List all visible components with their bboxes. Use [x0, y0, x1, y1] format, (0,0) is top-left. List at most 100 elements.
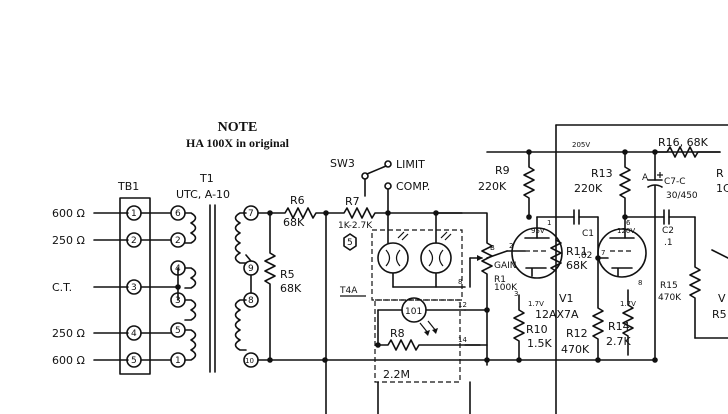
- tb1-label: TB1: [117, 180, 139, 193]
- r13-resistor: [619, 151, 631, 218]
- svg-text:7: 7: [248, 209, 254, 219]
- r10-value: 1.5K: [527, 337, 552, 350]
- svg-text:2: 2: [175, 236, 181, 246]
- terminal-wires: [140, 212, 181, 361]
- svg-text:7: 7: [601, 249, 605, 257]
- c7-capacitor: [647, 151, 663, 361]
- svg-text:1: 1: [547, 219, 551, 227]
- terminal-number: 2: [131, 236, 137, 246]
- r7-value: 1K-2.7K: [338, 221, 373, 231]
- v1-second-section: [597, 216, 647, 278]
- v205-label: 205V: [572, 141, 590, 149]
- c2-label: C2: [662, 226, 674, 236]
- transformer-core: [209, 204, 216, 373]
- hex-marker: [343, 233, 357, 251]
- r15-label: R15: [660, 281, 678, 291]
- terminal-number: 4: [131, 329, 137, 339]
- r12-label: R12: [566, 327, 588, 340]
- r15-value: 470K: [658, 293, 682, 303]
- r5-value: 68K: [280, 282, 302, 295]
- r16-label: R16, 68K: [658, 136, 709, 149]
- r9-value: 220K: [478, 180, 507, 193]
- r16-resistor: [654, 146, 721, 158]
- r9-resistor: [523, 151, 535, 218]
- r9-label: R9: [495, 164, 510, 177]
- r1-label: R1: [494, 275, 506, 285]
- terminal-label: 600 Ω: [52, 207, 85, 220]
- terminal-label: 250 Ω: [52, 327, 85, 340]
- v1-tube: [486, 216, 563, 279]
- utc-label: UTC, A-10: [176, 188, 230, 201]
- gain-label: GAIN: [494, 261, 517, 271]
- c1-label: C1: [582, 229, 594, 239]
- c1-capacitor: [536, 209, 599, 225]
- svg-text:4: 4: [175, 264, 181, 274]
- terminal-row: C.T. 3: [52, 279, 142, 295]
- c7-label: C7-C: [664, 177, 686, 187]
- r5-label: R5: [280, 268, 295, 281]
- c1-value: .02: [578, 251, 592, 261]
- v120-label: 120V: [617, 227, 635, 235]
- r10-label: R10: [526, 323, 548, 336]
- t4a-label: T4A: [339, 286, 358, 296]
- svg-text:R: R: [716, 167, 724, 180]
- r12-value: 470K: [561, 343, 590, 356]
- svg-text:2: 2: [509, 242, 513, 250]
- t1-label: T1: [199, 172, 214, 185]
- v17a-label: 1.7V: [528, 300, 544, 308]
- r6-label: R6: [290, 194, 305, 207]
- secondary-winding: [234, 212, 247, 351]
- v1-label: V1: [559, 292, 574, 305]
- svg-text:6: 6: [175, 209, 181, 219]
- svg-text:B: B: [490, 244, 495, 252]
- r8-resistor: [377, 339, 481, 351]
- svg-text:1C: 1C: [716, 182, 728, 195]
- r14-resistor: [622, 289, 634, 356]
- r12-resistor: [592, 257, 604, 359]
- photocell-left: [377, 231, 409, 274]
- r7-label: R7: [345, 195, 360, 208]
- r11-label: R11: [566, 245, 588, 258]
- r13-label: R13: [591, 167, 613, 180]
- limit-label: LIMIT: [396, 158, 425, 171]
- r7-resistor: [325, 207, 463, 219]
- c2-capacitor: [624, 209, 696, 225]
- c2-value: .1: [664, 238, 673, 248]
- pa-label: A: [642, 173, 649, 183]
- r15-resistor: [689, 216, 701, 339]
- terminal-row: 250 Ω 4: [52, 325, 142, 341]
- r8-label: R8: [390, 327, 405, 340]
- v1-type: 12AX7A: [535, 308, 579, 321]
- terminal-label: 250 Ω: [52, 234, 85, 247]
- r11-value: 68K: [566, 259, 588, 272]
- c7-value: 30/450: [666, 191, 698, 201]
- note-title: NOTE: [217, 120, 258, 135]
- sw3-switch: [361, 160, 392, 214]
- r5-resistor: [257, 212, 276, 361]
- svg-text:R5: R5: [712, 308, 727, 321]
- comp-label: COMP.: [396, 180, 430, 193]
- svg-text:14: 14: [458, 336, 467, 344]
- svg-text:8: 8: [458, 278, 462, 286]
- terminal-number: 3: [131, 283, 137, 293]
- svg-text:10: 10: [245, 357, 254, 365]
- svg-text:9: 9: [248, 264, 254, 274]
- svg-text:5: 5: [175, 326, 181, 336]
- tb1-block: [119, 197, 151, 375]
- r14-value: 2.7K: [606, 335, 631, 348]
- terminal-row: 250 Ω 2: [52, 232, 142, 248]
- r10-resistor: [513, 294, 525, 361]
- svg-text:8: 8: [638, 279, 642, 287]
- hex-number: 5: [347, 238, 353, 248]
- note-subtitle: HA 100X in original: [185, 136, 289, 150]
- tube-101: 101: [401, 297, 438, 336]
- svg-text:8: 8: [248, 296, 254, 306]
- r11-resistor: [550, 239, 562, 272]
- sw3-label: SW3: [330, 157, 355, 170]
- svg-text:3: 3: [175, 296, 181, 306]
- terminal-label: 600 Ω: [52, 354, 85, 367]
- svg-text:12: 12: [458, 301, 467, 309]
- svg-text:6: 6: [626, 219, 631, 227]
- r1-value: 100K: [494, 283, 518, 293]
